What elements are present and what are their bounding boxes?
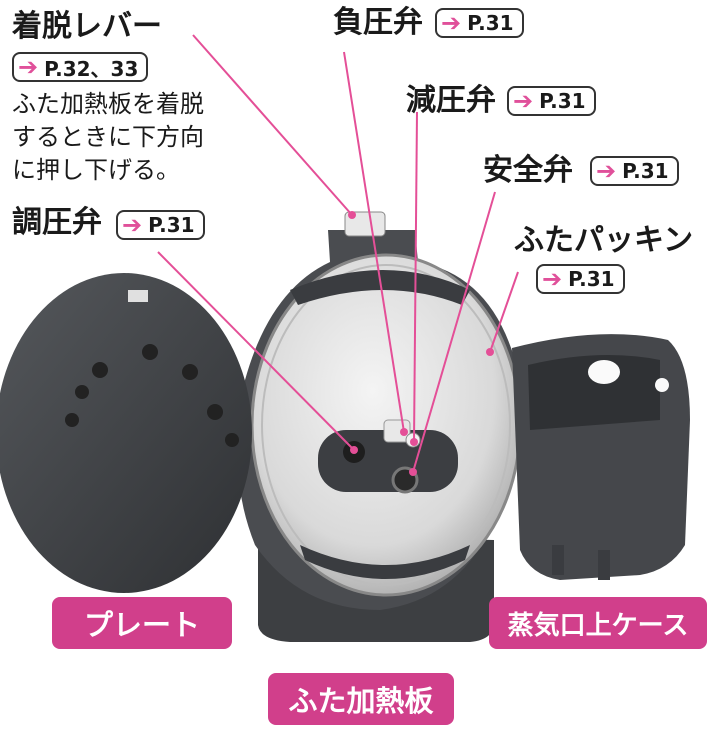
plate-tag: プレート [52, 597, 232, 649]
leader-endpoints [348, 211, 494, 476]
negative-valve-ref-page: P.31 [467, 11, 514, 35]
right-arrow-icon: ➔ [18, 53, 39, 81]
lever-note-line: ふた加熱板を着脱 [12, 90, 204, 118]
lid-heater-plate [237, 211, 522, 642]
right-arrow-icon: ➔ [122, 211, 143, 239]
lid-packing-ref[interactable]: ➔ P.31 [536, 264, 625, 294]
lever-ref[interactable]: ➔ P.32、33 [12, 52, 149, 82]
right-arrow-icon: ➔ [596, 157, 617, 185]
steam-case [512, 334, 690, 580]
negative-valve-ref[interactable]: ➔ P.31 [435, 8, 524, 38]
lever-ref-page: P.32、33 [44, 56, 139, 81]
plate [0, 273, 252, 593]
safety-valve-title: 安全弁 [483, 153, 573, 188]
safety-valve-ref-page: P.31 [622, 159, 669, 183]
lid-heater-tag: ふた加熱板 [268, 673, 454, 725]
pressure-valve-ref-page: P.31 [148, 213, 195, 237]
right-arrow-icon: ➔ [513, 87, 534, 115]
lever-note-line: するときに下方向 [12, 123, 204, 151]
decompression-valve-ref-page: P.31 [539, 89, 586, 113]
lever-note-line: に押し下げる。 [12, 156, 180, 184]
lever-title: 着脱レバー [12, 9, 162, 44]
pressure-valve-title: 調圧弁 [12, 205, 102, 240]
decompression-valve-title: 減圧弁 [406, 83, 496, 118]
pressure-valve-ref[interactable]: ➔ P.31 [116, 210, 205, 240]
decompression-valve-ref[interactable]: ➔ P.31 [507, 86, 596, 116]
steam-case-tag: 蒸気口上ケース [489, 597, 707, 649]
right-arrow-icon: ➔ [542, 265, 563, 293]
right-arrow-icon: ➔ [441, 9, 462, 37]
leader-lines [157, 34, 519, 473]
safety-valve-ref[interactable]: ➔ P.31 [590, 156, 679, 186]
negative-valve-title: 負圧弁 [333, 5, 423, 40]
lever-note: ふた加熱板を着脱 するときに下方向 に押し下げる。 [12, 88, 204, 187]
lid-packing-ref-page: P.31 [568, 267, 615, 291]
lid-packing-title: ふたパッキン [514, 223, 694, 258]
